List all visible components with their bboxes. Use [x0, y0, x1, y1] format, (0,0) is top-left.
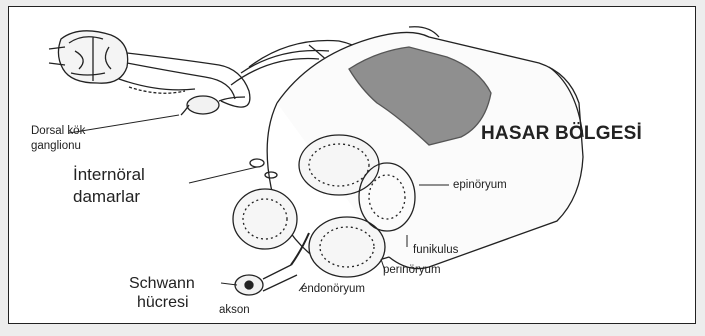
- label-epinoryum: epinöryum: [453, 178, 507, 192]
- axon-core: [245, 281, 253, 289]
- label-internoral-line2: damarlar: [73, 187, 140, 207]
- label-dorsal-line1: Dorsal kök: [31, 124, 85, 138]
- dorsal-root: [119, 53, 250, 115]
- spinal-cord-section: [49, 31, 128, 83]
- label-schwann-line2: hücresi: [137, 293, 189, 312]
- label-damage-zone: HASAR BÖLGESİ: [481, 123, 642, 145]
- label-endonoryum: endonöryum: [301, 282, 365, 296]
- leader-internoral: [189, 167, 257, 183]
- label-funikulus: funikulus: [413, 243, 458, 257]
- ganglion-shape: [187, 96, 219, 114]
- label-schwann-line1: Schwann: [129, 274, 195, 293]
- label-akson: akson: [219, 303, 250, 317]
- label-internoral-line1: İnternöral: [73, 165, 145, 185]
- diagram-panel: Dorsal kök ganglionu HASAR BÖLGESİ İnter…: [8, 6, 696, 324]
- label-perinoryum: perinöryum: [383, 263, 441, 277]
- label-dorsal-line2: ganglionu: [31, 139, 81, 153]
- leader-dorsal: [69, 115, 179, 133]
